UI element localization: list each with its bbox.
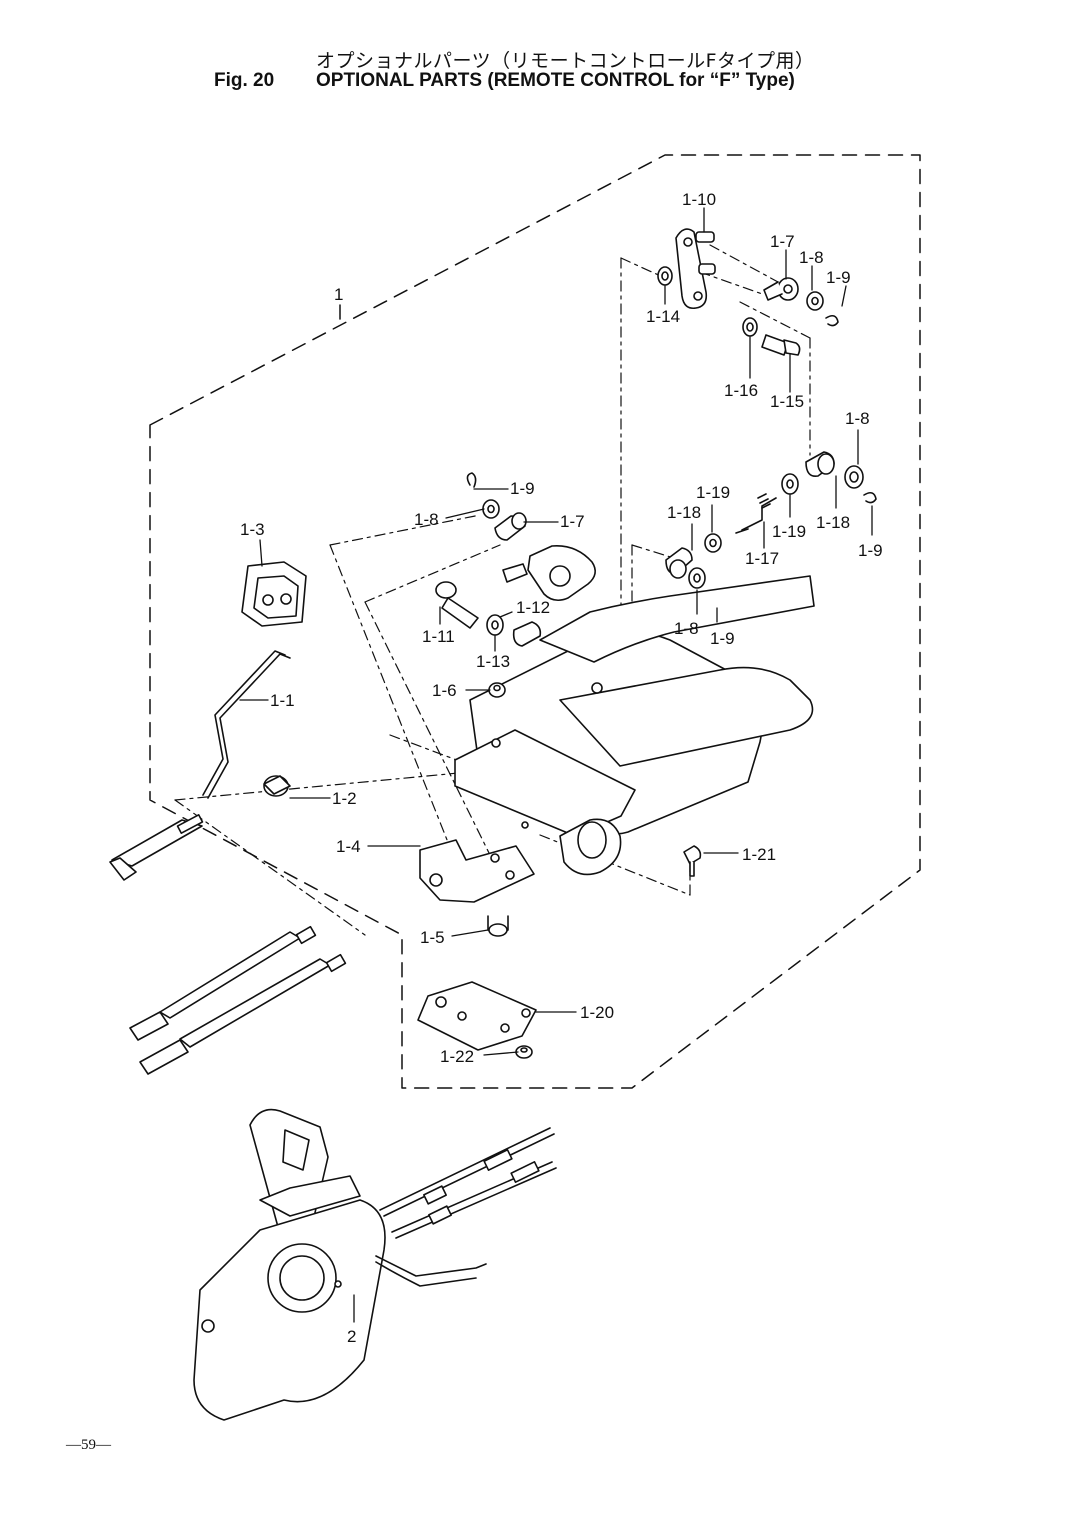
callout-1-8-upper: 1-8 xyxy=(799,248,824,267)
link-plate-1-10 xyxy=(675,228,716,310)
pin-1-11 xyxy=(435,581,479,629)
callout-1-13: 1-13 xyxy=(476,652,510,671)
grommet-1-2 xyxy=(263,775,291,797)
bolt-1-21 xyxy=(683,845,702,877)
figure-title-row: Fig. 20 OPTIONAL PARTS (REMOTE CONTROL f… xyxy=(0,70,1075,98)
washer-1-13 xyxy=(486,614,504,636)
bush-1-19-right xyxy=(781,473,799,495)
bolt-1-15 xyxy=(761,334,801,356)
callout-1-7-upper: 1-7 xyxy=(770,232,795,251)
callout-1-8-lower: 1-8 xyxy=(674,619,699,638)
collar-1-12 xyxy=(512,621,542,647)
callout-1-9-right: 1-9 xyxy=(858,541,883,560)
callout-1-7-left: 1-7 xyxy=(560,512,585,531)
washer-1-14 xyxy=(657,266,673,286)
ball-joint-1-7-left xyxy=(494,512,527,541)
ball-joint-1-7-upper xyxy=(763,277,799,301)
page-number: —59— xyxy=(66,1437,111,1453)
callout-1-8-right: 1-8 xyxy=(845,409,870,428)
clip-1-9-upper xyxy=(825,314,839,327)
callout-1-20: 1-20 xyxy=(580,1003,614,1022)
callout-1-4: 1-4 xyxy=(336,837,361,856)
bush-1-8-lower xyxy=(688,567,706,589)
bush-1-8-left xyxy=(482,499,500,519)
remote-control-box-2 xyxy=(193,1108,386,1421)
callout-1-1: 1-1 xyxy=(270,691,295,710)
callout-1-2: 1-2 xyxy=(332,789,357,808)
callout-1-5: 1-5 xyxy=(420,928,445,947)
bolt-1-5 xyxy=(487,915,509,937)
grommet-plate-1-3 xyxy=(241,561,307,627)
control-cables-upper xyxy=(375,1127,557,1287)
callout-1-10: 1-10 xyxy=(682,190,716,209)
clip-1-9-left xyxy=(466,472,477,488)
callout-2: 2 xyxy=(347,1327,356,1346)
figure-number: Fig. 20 xyxy=(214,70,275,91)
plate-1-20 xyxy=(417,981,537,1051)
bracket-1-4 xyxy=(419,839,535,903)
washer-1-16 xyxy=(742,317,758,337)
bush-1-8-right xyxy=(844,465,864,489)
callout-1-16: 1-16 xyxy=(724,381,758,400)
mounting-bracket xyxy=(454,575,815,876)
bush-1-19-left xyxy=(704,533,722,553)
callout-1-19-lower: 1-19 xyxy=(772,522,806,541)
figure-title: OPTIONAL PARTS (REMOTE CONTROL for “F” T… xyxy=(316,70,795,91)
throttle-arm-assembly xyxy=(502,545,596,602)
clip-1-9-right xyxy=(863,491,877,504)
cable-guide-tube xyxy=(109,814,204,881)
callout-1-14: 1-14 xyxy=(646,307,680,326)
callout-1-17: 1-17 xyxy=(745,549,779,568)
callout-1-21: 1-21 xyxy=(742,845,776,864)
callout-1-18-right: 1-18 xyxy=(816,513,850,532)
callout-1: 1 xyxy=(334,285,343,304)
ball-joint-1-18-left xyxy=(665,547,693,579)
nut-1-6 xyxy=(488,682,506,698)
ball-joint-1-18-right xyxy=(805,451,835,478)
control-cables-lower xyxy=(129,925,347,1075)
callout-1-9-left: 1-9 xyxy=(510,479,535,498)
callout-1-12: 1-12 xyxy=(516,598,550,617)
callout-labels: 1 1-10 1-7 1-8 1-9 1-14 1-16 1-15 1-8 1-… xyxy=(240,190,883,1346)
callout-1-19-upper: 1-19 xyxy=(696,483,730,502)
callout-1-15: 1-15 xyxy=(770,392,804,411)
nut-1-22 xyxy=(515,1045,533,1059)
title-japanese: オプショナルパーツ（リモートコントロールFタイプ用） xyxy=(316,50,815,72)
bush-1-8-upper xyxy=(806,291,824,311)
rod-1-17 xyxy=(735,493,777,534)
callout-1-11: 1-11 xyxy=(422,627,455,646)
callout-1-8-left: 1-8 xyxy=(414,510,439,529)
callout-1-9-upper: 1-9 xyxy=(826,268,851,287)
callout-1-3: 1-3 xyxy=(240,520,265,539)
callout-leaders xyxy=(239,207,873,1323)
callout-1-18-left: 1-18 xyxy=(667,503,701,522)
assembly-boundary xyxy=(149,154,921,1089)
rod-1-1 xyxy=(202,650,286,796)
callout-1-9-lower: 1-9 xyxy=(710,629,735,648)
callout-1-6: 1-6 xyxy=(432,681,457,700)
callout-1-22: 1-22 xyxy=(440,1047,474,1066)
